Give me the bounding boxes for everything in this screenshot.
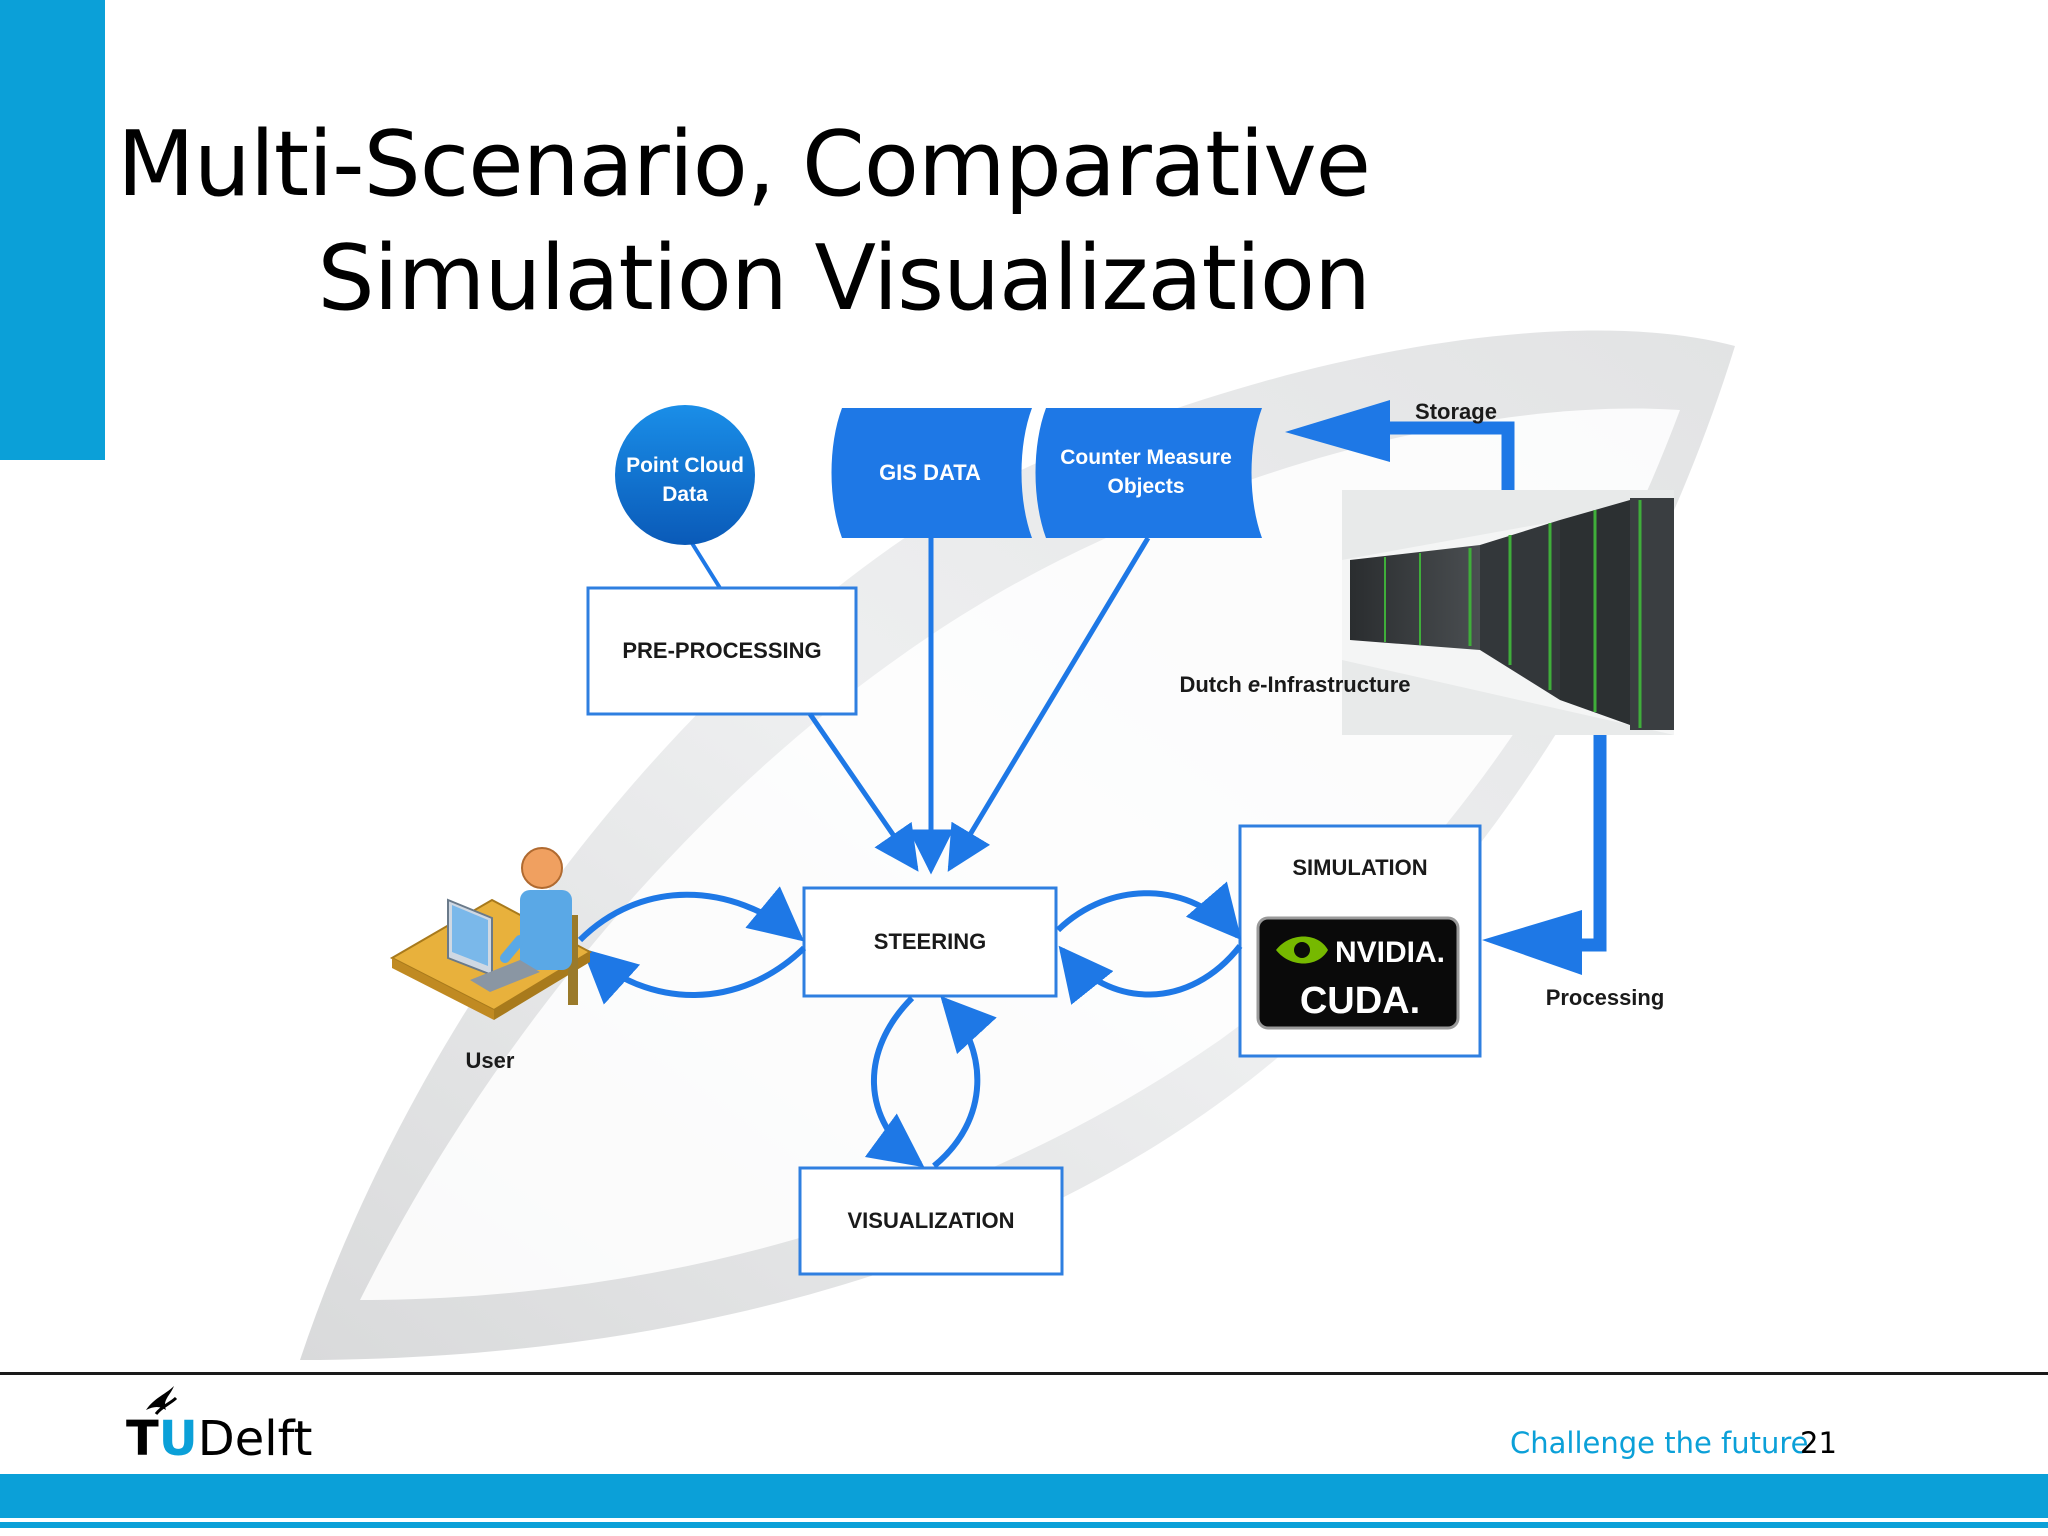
counter-measure-label-2: Objects: [1107, 475, 1184, 498]
processing-arrowhead: [1482, 910, 1582, 975]
tudelft-logo: TUDelft: [126, 1412, 312, 1466]
page-number: 21: [1800, 1426, 1837, 1460]
gis-data-label: GIS DATA: [879, 460, 981, 485]
nvidia-label: NVIDIA.: [1335, 936, 1445, 969]
visualization-box: [798, 1166, 1064, 1276]
infrastructure-label: Dutch e-Infrastructure: [1179, 672, 1410, 697]
steering-box: [802, 886, 1058, 998]
footer-thin-band: [0, 1522, 2048, 1528]
arrow-simulation-to-steering: [1058, 944, 1243, 1005]
slide-title: Multi-Scenario, Comparative Simulation V…: [0, 108, 1371, 336]
pre-processing-label: PRE-PROCESSING: [622, 638, 821, 663]
arrow-steering-to-simulation: [1055, 881, 1242, 941]
footer-rule: [0, 1372, 2048, 1375]
accent-block: [0, 0, 105, 460]
arrow-steering-to-user: [581, 945, 807, 1005]
simulation-label: SIMULATION: [1292, 855, 1427, 880]
processing-label: Processing: [1546, 985, 1665, 1010]
point-cloud-label-2: Data: [662, 483, 708, 506]
storage-label: Storage: [1415, 399, 1497, 424]
cuda-label: CUDA.: [1300, 980, 1420, 1022]
visualization-label: VISUALIZATION: [847, 1208, 1014, 1233]
logo-delft: Delft: [197, 1411, 313, 1467]
nvidia-eye-icon: [1276, 936, 1328, 964]
storage-arrow: [1345, 421, 1515, 490]
logo-u: U: [158, 1411, 198, 1467]
point-cloud-label-1: Point Cloud: [626, 454, 744, 477]
user-icon: [389, 847, 593, 1020]
arrow-user-to-steering: [577, 886, 805, 943]
steering-label: STEERING: [874, 929, 986, 954]
processing-arrow: [1530, 735, 1607, 952]
arrow-visualization-to-steering: [932, 996, 997, 1169]
server-room-image: [1342, 490, 1674, 735]
logo-t: T: [126, 1411, 159, 1467]
counter-measure-label-1: Counter Measure: [1060, 446, 1232, 469]
slide-title-line2: Simulation Visualization: [317, 226, 1371, 331]
footer-band: [0, 1474, 2048, 1518]
tudelft-flame-icon: [146, 1386, 178, 1415]
arrow-preprocessing-to-steering: [807, 712, 919, 872]
slide-title-line1: Multi-Scenario, Comparative: [117, 112, 1371, 217]
workflow-diagram: Storage Processing Dutch e-Infrastructur…: [300, 330, 1735, 1360]
point-cloud-node: [615, 405, 755, 545]
storage-arrowhead: [1285, 400, 1390, 462]
counter-measure-node: [1035, 408, 1262, 538]
arrow-steering-to-visualization: [864, 995, 925, 1168]
pre-processing-box: [586, 586, 858, 716]
user-label: User: [466, 1048, 515, 1073]
gis-data-node: [831, 408, 1032, 538]
tagline: Challenge the future: [1510, 1426, 1809, 1460]
nvidia-cuda-logo: NVIDIA. CUDA.: [1256, 916, 1460, 1030]
pointcloud-connector: [688, 538, 722, 590]
arrow-countermeasure-to-steering: [947, 536, 1151, 872]
